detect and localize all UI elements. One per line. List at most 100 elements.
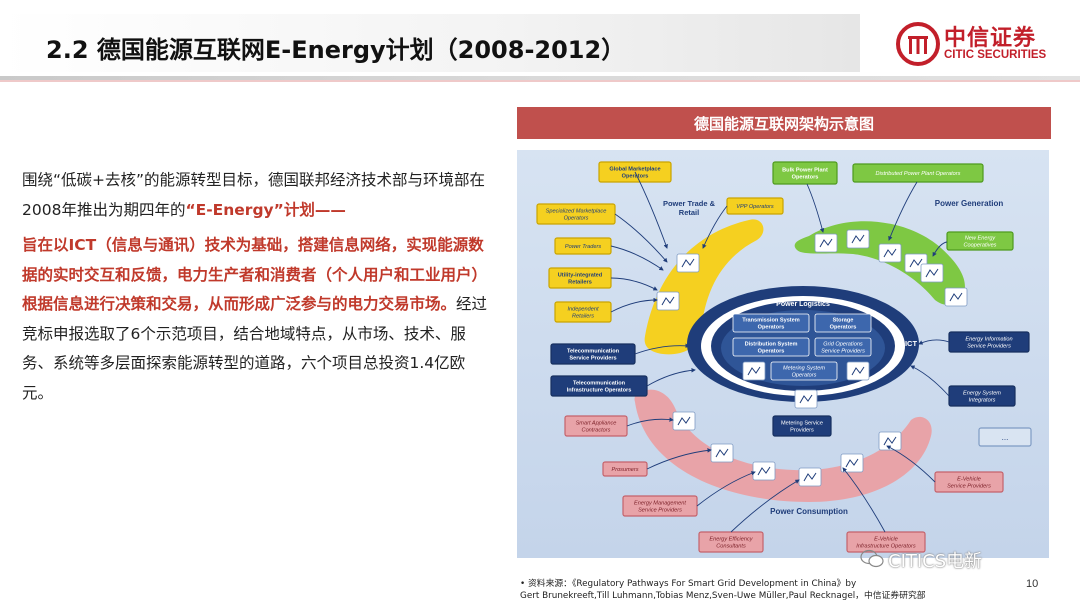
trade-band [644,219,764,355]
connector-arrow-3 [610,245,664,271]
e-energy-architecture-diagram: Power Logistics ICT Power Trade &Retail … [517,150,1049,558]
wechat-icon [860,549,884,568]
consumption-band [634,389,932,502]
metering-service-box-rect [772,415,832,437]
yellow-box-3-label: VPP Operators [736,204,774,210]
core-box-5-rect [770,361,838,381]
connector-arrow-19 [886,445,936,483]
factory-consumer-icon-glyph [757,466,771,476]
body-paragraph: 围绕“低碳+去核”的能源转型目标，德国联邦经济技术部与环境部在2008年推出为期… [22,166,492,408]
label-ict: ICT [905,339,918,348]
connector-arrow-12 [918,339,950,345]
body-intro: 围绕“低碳+去核”的能源转型目标，德国联邦经济技术部与环境部在2008年推出为期… [22,171,486,219]
connector-arrow-11 [646,368,696,387]
battery-icon-glyph [925,268,939,278]
connector-arrow-7 [806,183,825,233]
watermark: CITICS电新 [888,551,983,572]
header-band [0,14,860,72]
factory-icon-glyph [819,238,833,248]
connector-arrow-5 [610,297,658,313]
appliance-icon-glyph [677,416,691,426]
citic-logo: 中信证券 CITIC SECURITIES [896,20,1066,68]
wind-turbine-icon-2-glyph [883,248,897,258]
logo-english-name: CITIC SECURITIES [944,49,1047,61]
pink-box-2: Prosumers [602,461,648,477]
plug-icon-glyph [845,458,859,468]
core-box-3-rect [732,337,810,357]
connector-arrow-1 [634,171,668,249]
header-divider [0,76,1080,80]
label-power-generation: Power Generation [935,199,1004,208]
green-box-2: Distributed Power Plant Operators [852,163,984,183]
yellow-box-4-label: Power Traders [565,244,601,250]
trade-line-2: Retail [679,208,699,217]
meter-icon-glyph [681,258,695,268]
label-power-trade: Power Trade &Retail [663,199,716,217]
yellow-box-4: Power Traders [554,237,612,255]
body-detail: 经过竞标申报选取了6个示范项目，结合地域特点，从市场、技术、服务、系统等多层面探… [22,295,488,402]
solar-panel-icon-glyph [909,258,923,268]
label-power-logistics: Power Logistics [776,301,830,308]
core-box-4-rect [814,337,872,357]
connector-arrow-15 [646,448,712,470]
trade-line-1: Power Trade & [663,199,716,208]
green-box-2-rect [852,163,984,183]
figure-title: 德国能源互联网架构示意图 [693,115,874,133]
ellipsis-box: ... [978,427,1032,447]
solar-icon-2-glyph [949,292,963,302]
connector-arrow-17 [730,479,800,533]
metering-icon-2-glyph [851,366,865,376]
connector-arrow-10 [634,343,690,355]
car-icon-glyph [883,436,897,446]
connector-arrow-9 [932,241,948,257]
page-number: 10 [1026,578,1039,590]
figure-title-bar: 德国能源互联网架构示意图 [517,107,1051,139]
logo-chinese-name: 中信证券 [944,26,1037,51]
smart-meter-icon-glyph [803,472,817,482]
connector-arrow-13 [910,365,950,397]
green-box-3-rect [946,231,1014,251]
slide-header: 2.2 德国能源互联网E-Energy计划（2008-2012） 中信证券 CI… [0,0,1080,82]
connector-arrow-2 [614,213,668,263]
connector-arrow-8 [888,181,918,241]
ellipsis-box-rect [978,427,1032,447]
connector-arrow-18 [842,467,886,533]
diagram-icons [610,171,968,533]
connector-arrow-14 [626,417,674,427]
